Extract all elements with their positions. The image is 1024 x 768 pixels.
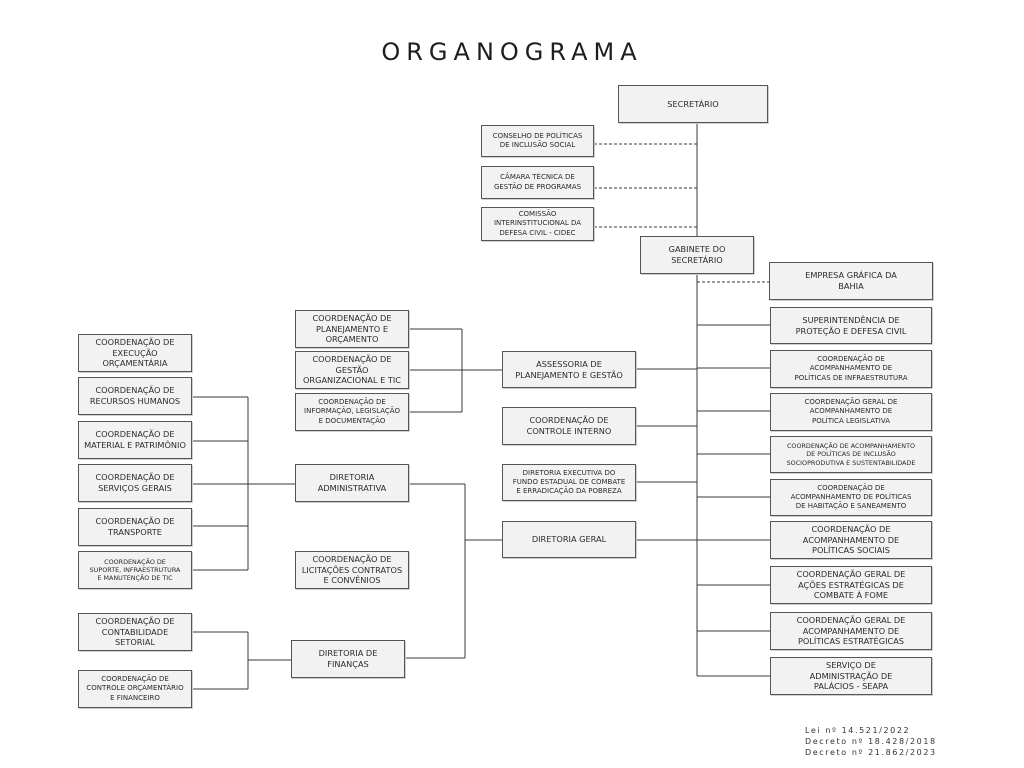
legal-decreto-1: Decreto nº 18.428/2018	[805, 737, 937, 746]
legal-decreto-2: Decreto nº 21.862/2023	[805, 748, 937, 757]
box-diretoria-financas: DIRETORIA DE FINANÇAS	[291, 640, 405, 678]
box-coord-licitacoes: COORDENAÇÃO DE LICITAÇÕES CONTRATOS E CO…	[295, 551, 409, 589]
box-coord-infraestrutura: COORDENAÇÃO DE ACOMPANHAMENTO DE POLÍTIC…	[770, 350, 932, 388]
box-camara: CÂMARA TÉCNICA DE GESTÃO DE PROGRAMAS	[481, 166, 594, 199]
box-coord-gestao: COORDENAÇÃO DE GESTÃO ORGANIZACIONAL E T…	[295, 351, 409, 389]
box-empresa-grafica: EMPRESA GRÁFICA DA BAHIA	[769, 262, 933, 300]
box-coord-rh: COORDENAÇÃO DE RECURSOS HUMANOS	[78, 377, 192, 415]
box-assessoria: ASSESSORIA DE PLANEJAMENTO E GESTÃO	[502, 351, 636, 388]
box-coord-transporte: COORDENAÇÃO DE TRANSPORTE	[78, 508, 192, 546]
box-coord-fome: COORDENAÇÃO GERAL DE AÇÕES ESTRATÉGICAS …	[770, 566, 932, 604]
box-coord-contabilidade: COORDENAÇÃO DE CONTABILIDADE SETORIAL	[78, 613, 192, 651]
legal-references: Lei nº 14.521/2022 Decreto nº 18.428/201…	[805, 725, 937, 758]
box-diretoria-executiva: DIRETORIA EXECUTIVA DO FUNDO ESTADUAL DE…	[502, 464, 636, 501]
box-coord-servicos: COORDENAÇÃO DE SERVIÇOS GERAIS	[78, 464, 192, 502]
box-coord-material: COORDENAÇÃO DE MATERIAL E PATRIMÔNIO	[78, 421, 192, 459]
box-coord-habitacao: COORDENAÇÃO DE ACOMPANHAMENTO DE POLÍTIC…	[770, 479, 932, 516]
box-coord-informacao: COORDENAÇÃO DE INFORMAÇÃO, LEGISLAÇÃO E …	[295, 393, 409, 431]
box-coord-execucao: COORDENAÇÃO DE EXECUÇÃO ORÇAMENTÁRIA	[78, 334, 192, 372]
box-coord-suporte: COORDENAÇÃO DE SUPORTE, INFRAESTRUTURA E…	[78, 551, 192, 589]
box-coord-planejamento: COORDENAÇÃO DE PLANEJAMENTO E ORÇAMENTO	[295, 310, 409, 348]
box-conselho: CONSELHO DE POLÍTICAS DE INCLUSÃO SOCIAL	[481, 125, 594, 157]
box-diretoria-administrativa: DIRETORIA ADMINISTRATIVA	[295, 464, 409, 502]
box-gabinete: GABINETE DO SECRETÁRIO	[640, 236, 754, 274]
box-secretario: SECRETÁRIO	[618, 85, 768, 123]
box-diretoria-geral: DIRETORIA GERAL	[502, 521, 636, 558]
box-coord-inclusao: COORDENAÇÃO DE ACOMPANHAMENTO DE POLÍTIC…	[770, 436, 932, 473]
box-coord-legislativa: COORDENAÇÃO GERAL DE ACOMPANHAMENTO DE P…	[770, 393, 932, 431]
legal-lei: Lei nº 14.521/2022	[805, 726, 911, 735]
box-superintendencia: SUPERINTENDÊNCIA DE PROTEÇÃO E DEFESA CI…	[770, 307, 932, 344]
box-coord-estrategicas: COORDENAÇÃO GERAL DE ACOMPANHAMENTO DE P…	[770, 612, 932, 650]
box-comissao: COMISSÃO INTERINSTITUCIONAL DA DEFESA CI…	[481, 207, 594, 241]
box-seapa: SERVIÇO DE ADMINISTRAÇÃO DE PALÁCIOS - S…	[770, 657, 932, 695]
box-controle-interno: COORDENAÇÃO DE CONTROLE INTERNO	[502, 407, 636, 445]
box-coord-controle-orcamentario: COORDENAÇÃO DE CONTROLE ORÇAMENTÁRIO E F…	[78, 670, 192, 708]
box-coord-sociais: COORDENAÇÃO DE ACOMPANHAMENTO DE POLÍTIC…	[770, 521, 932, 559]
page-title: ORGANOGRAMA	[381, 38, 643, 66]
